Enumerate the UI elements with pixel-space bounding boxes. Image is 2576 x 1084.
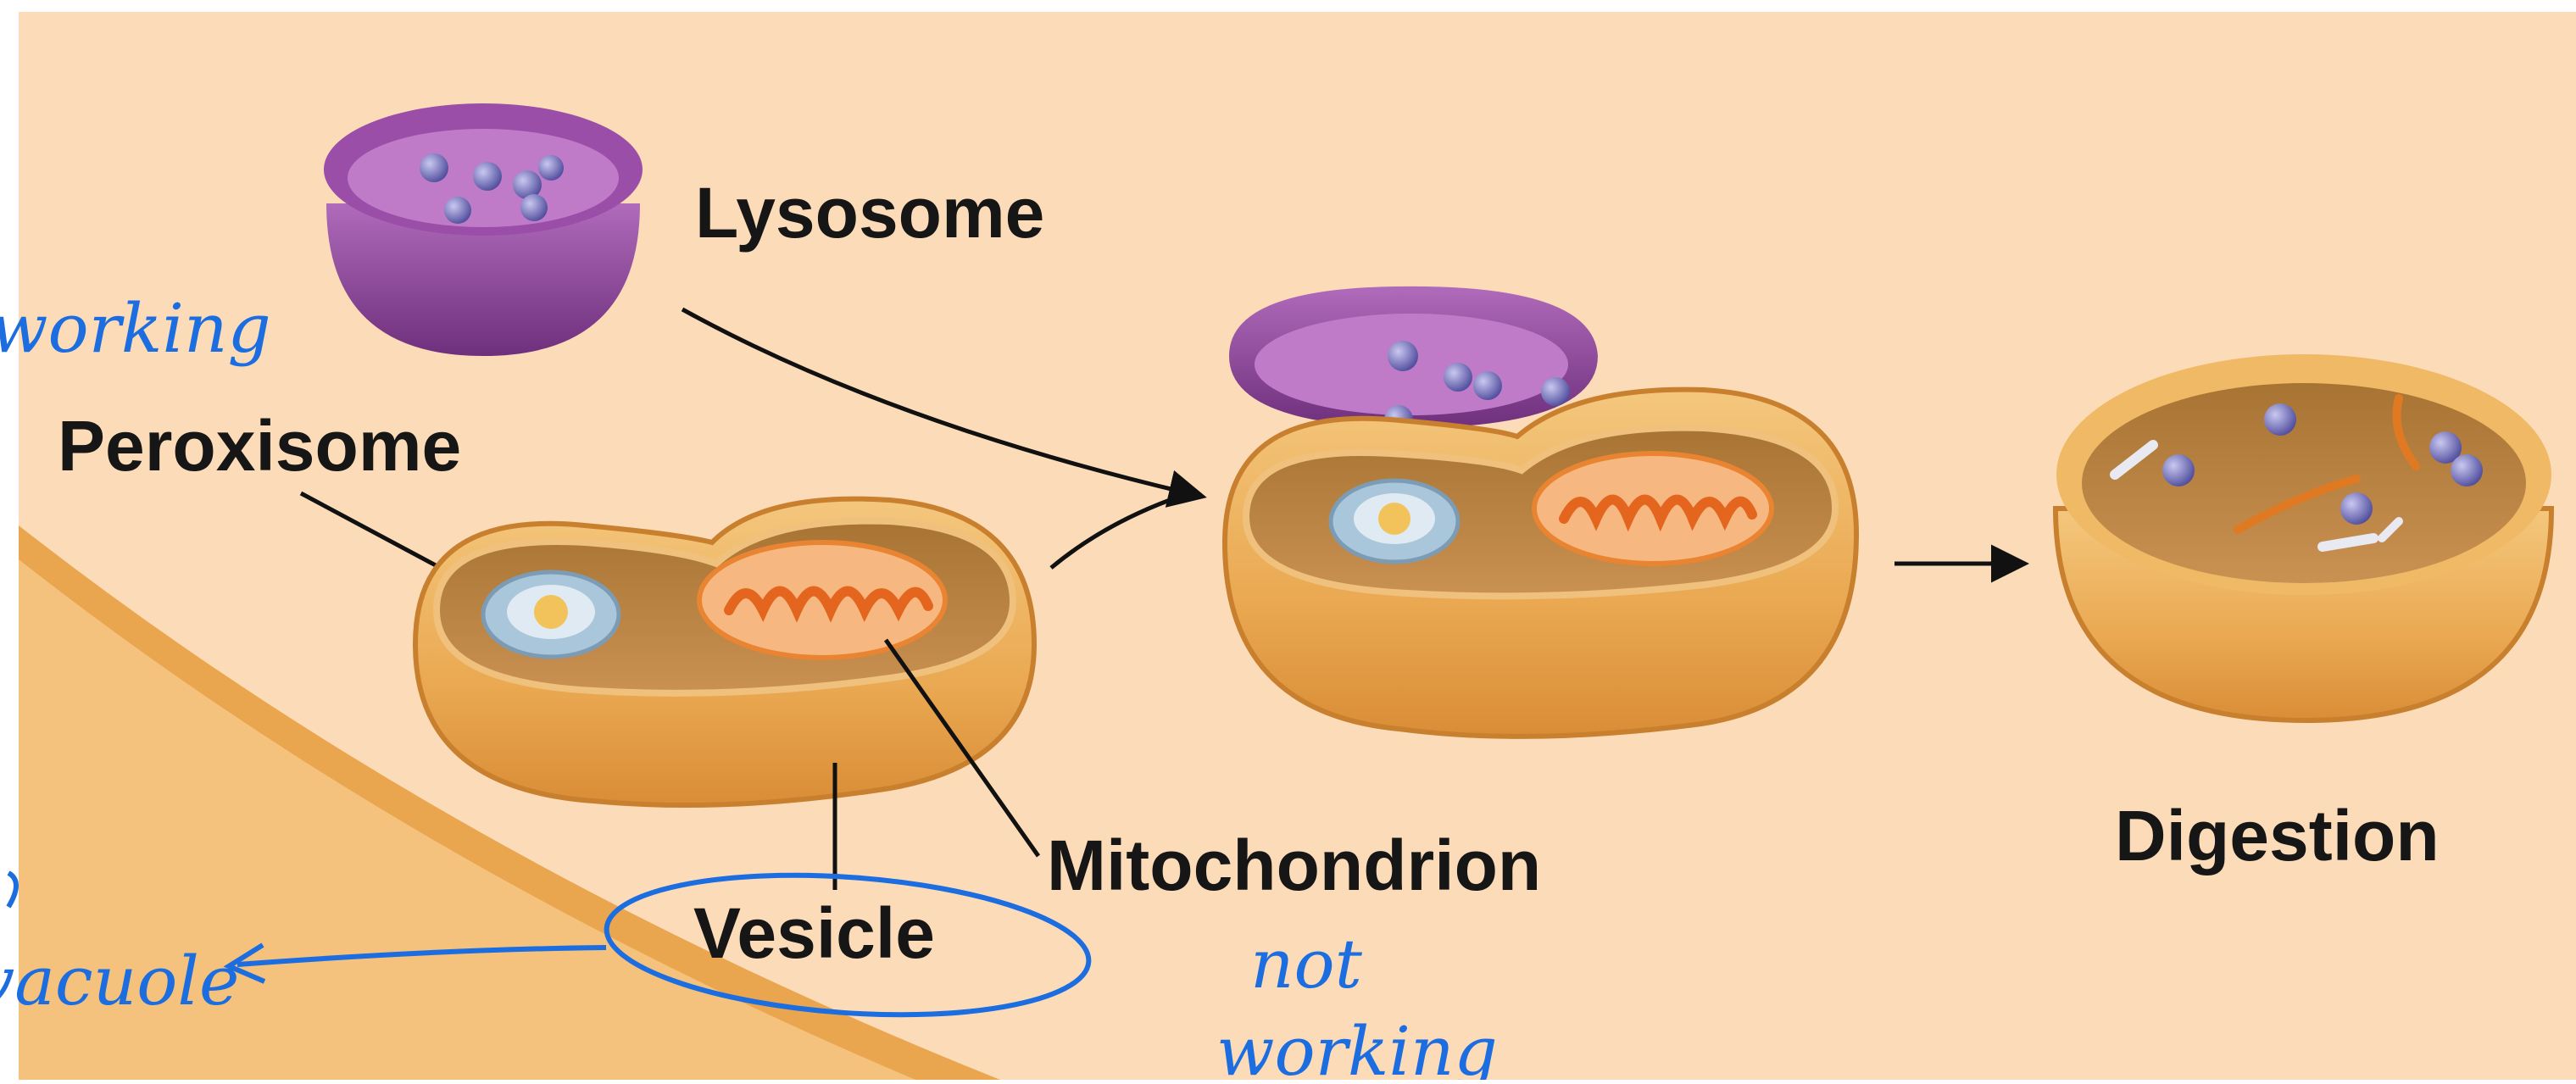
annotation-not-working: working xyxy=(1216,1012,1498,1080)
label-vesicle: Vesicle xyxy=(693,893,935,973)
autophagosome-vesicle xyxy=(415,499,1034,805)
label-mitochondrion: Mitochondrion xyxy=(1047,826,1541,905)
label-lysosome: Lysosome xyxy=(695,173,1044,253)
annotation-vacuole: vacuole xyxy=(0,942,239,1020)
label-peroxisome: Peroxisome xyxy=(58,406,461,486)
lysosome-cup xyxy=(324,103,643,356)
digestion-vesicle xyxy=(2056,354,2551,720)
annotation-working: working xyxy=(0,289,271,368)
annotation-not: not xyxy=(1250,925,1363,1003)
label-digestion: Digestion xyxy=(2115,796,2440,876)
